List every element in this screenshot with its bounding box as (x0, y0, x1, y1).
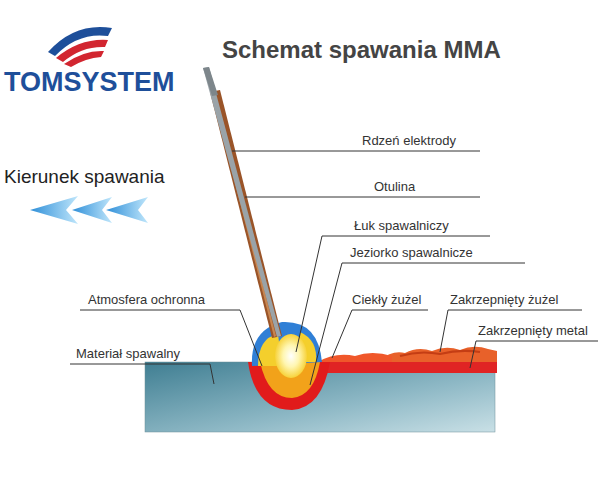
part-label: Łuk spawalniczy (354, 218, 449, 234)
part-label: Otulina (374, 179, 415, 195)
logo-flag (48, 27, 112, 67)
part-label: Atmosfera ochronna (88, 292, 205, 308)
direction-arrow (30, 196, 148, 224)
diagram-title: Schemat spawania MMA (222, 36, 501, 65)
liquid-slag (318, 353, 392, 362)
part-label: Ciekły żużel (352, 292, 421, 308)
electrode-core (203, 67, 281, 337)
part-label: Rdzeń elektrody (362, 133, 456, 149)
part-label: Materiał spawalny (76, 346, 180, 362)
welding-arc (275, 334, 307, 378)
part-label: Zakrzepnięty metal (478, 323, 588, 339)
direction-label: Kierunek spawania (4, 166, 165, 189)
solidified-slag (380, 347, 497, 362)
part-label: Zakrzepnięty żużel (450, 292, 558, 308)
logo-text: TOMSYSTEM (4, 66, 175, 98)
part-label: Jeziorko spawalnicze (350, 245, 473, 261)
